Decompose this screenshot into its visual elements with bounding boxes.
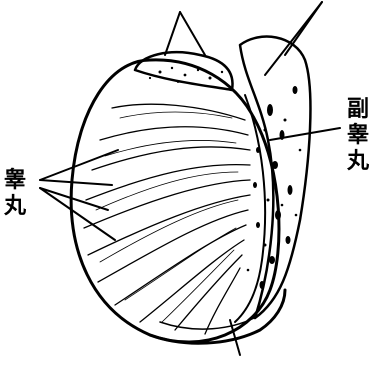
epididymis-label-char-1: 副 [345,96,370,122]
lobule-septa [84,104,250,334]
epididymis-head [135,52,233,90]
epididymis-label-char-2: 睾 [345,122,370,148]
leader-lines [40,2,340,355]
testis-label-char-1: 睾 [2,167,28,193]
testis-label-char-2: 丸 [2,193,28,219]
epididymis-label: 副 睾 丸 [345,96,370,174]
epididymis-label-char-3: 丸 [345,148,370,174]
testis-label: 睾 丸 [2,167,28,219]
